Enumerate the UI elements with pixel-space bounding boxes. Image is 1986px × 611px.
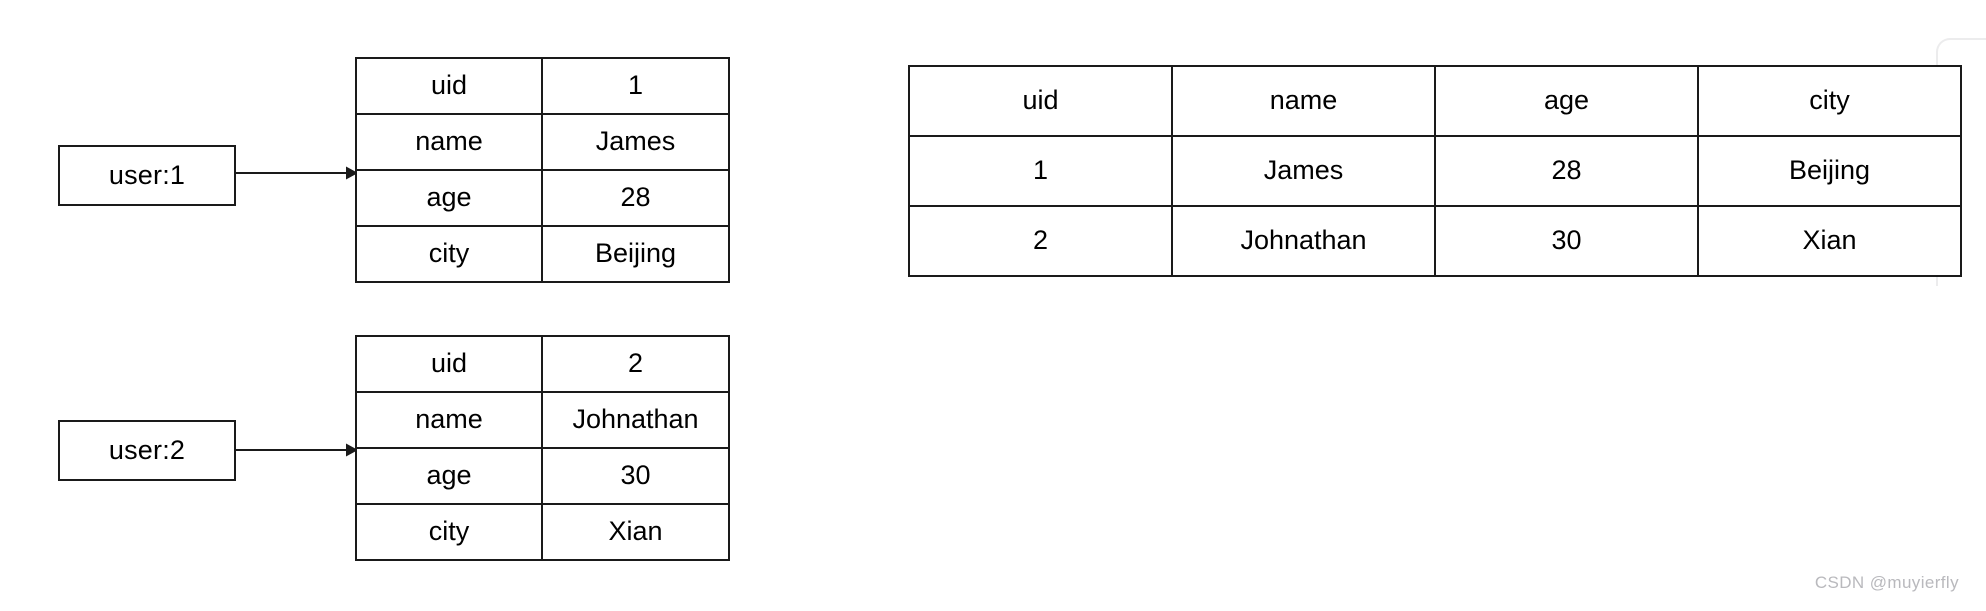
table-row: city Xian xyxy=(355,503,730,561)
hash-2-field-city: city xyxy=(355,503,543,561)
record-row-2-name: Johnathan xyxy=(1171,205,1436,277)
record-row-2-uid: 2 xyxy=(908,205,1173,277)
hash-2-value-uid: 2 xyxy=(541,335,730,393)
table-row: name Johnathan xyxy=(355,391,730,449)
hash-table-user-2: uid 2 name Johnathan age 30 city Xian xyxy=(355,335,730,561)
hash-1-field-age: age xyxy=(355,169,543,227)
hash-1-value-city: Beijing xyxy=(541,225,730,283)
record-row-1-city: Beijing xyxy=(1697,135,1962,207)
hash-2-value-city: Xian xyxy=(541,503,730,561)
record-row-1-age: 28 xyxy=(1434,135,1699,207)
hash-2-field-age: age xyxy=(355,447,543,505)
hash-1-value-age: 28 xyxy=(541,169,730,227)
table-row: age 30 xyxy=(355,447,730,505)
record-header-uid: uid xyxy=(908,65,1173,137)
key-box-user-2-label: user:2 xyxy=(108,435,186,465)
hash-table-user-1: uid 1 name James age 28 city Beijing xyxy=(355,57,730,283)
hash-2-field-name: name xyxy=(355,391,543,449)
hash-1-value-name: James xyxy=(541,113,730,171)
key-box-user-2: user:2 xyxy=(58,420,236,481)
record-row-2-city: Xian xyxy=(1697,205,1962,277)
record-row-1-uid: 1 xyxy=(908,135,1173,207)
record-header-name: name xyxy=(1171,65,1436,137)
table-row: age 28 xyxy=(355,169,730,227)
record-header-city: city xyxy=(1697,65,1962,137)
arrow-to-hash-2 xyxy=(234,441,358,459)
relational-record-table: uid name age city 1 James 28 Beijing 2 J… xyxy=(908,65,1962,277)
hash-1-value-uid: 1 xyxy=(541,57,730,115)
hash-1-field-name: name xyxy=(355,113,543,171)
key-box-user-1: user:1 xyxy=(58,145,236,206)
key-box-user-1-label: user:1 xyxy=(108,160,186,190)
table-row: uid 1 xyxy=(355,57,730,115)
hash-2-field-uid: uid xyxy=(355,335,543,393)
table-row: 1 James 28 Beijing xyxy=(908,135,1962,207)
record-row-1-name: James xyxy=(1171,135,1436,207)
record-row-2-age: 30 xyxy=(1434,205,1699,277)
record-header-age: age xyxy=(1434,65,1699,137)
table-row: uid 2 xyxy=(355,335,730,393)
hash-2-value-name: Johnathan xyxy=(541,391,730,449)
table-header-row: uid name age city xyxy=(908,65,1962,137)
hash-1-field-city: city xyxy=(355,225,543,283)
hash-1-field-uid: uid xyxy=(355,57,543,115)
arrow-to-hash-1 xyxy=(234,164,358,182)
table-row: city Beijing xyxy=(355,225,730,283)
table-row: name James xyxy=(355,113,730,171)
table-row: 2 Johnathan 30 Xian xyxy=(908,205,1962,277)
hash-2-value-age: 30 xyxy=(541,447,730,505)
watermark: CSDN @muyierfly xyxy=(1814,573,1959,592)
